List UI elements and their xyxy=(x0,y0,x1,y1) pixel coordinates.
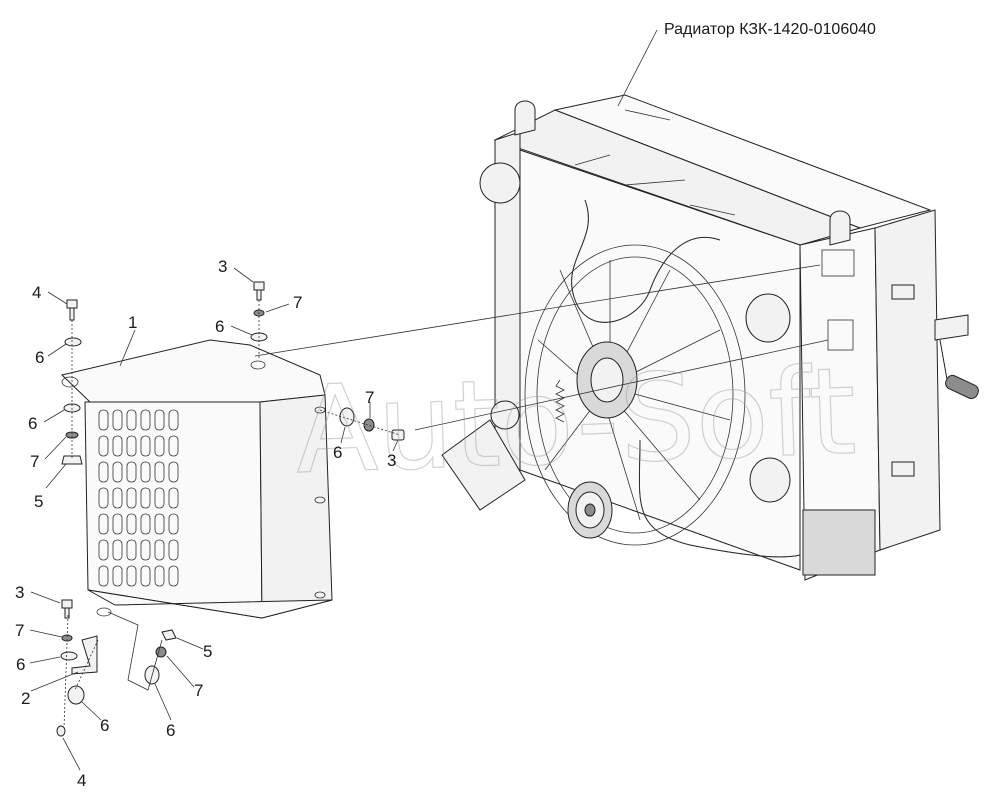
louvre-slot xyxy=(154,539,165,561)
callout-7-c: 7 xyxy=(365,388,374,407)
callout-6-a: 6 xyxy=(35,348,44,367)
louvre-slot xyxy=(168,539,179,561)
callout-7-a: 7 xyxy=(293,293,302,312)
louvre-slots xyxy=(98,409,179,587)
callout-7-e: 7 xyxy=(194,681,203,700)
louvre-slot xyxy=(126,409,137,431)
louvre-slot xyxy=(140,487,151,509)
callout-numbers: 1 2 3 3 3 4 4 5 5 6 6 6 6 6 6 6 7 7 7 7 … xyxy=(15,257,396,790)
louvre-slot xyxy=(154,409,165,431)
callout-7-d: 7 xyxy=(15,621,24,640)
louvre-slot xyxy=(98,461,109,483)
leader-lines xyxy=(29,29,829,771)
callout-5-left: 5 xyxy=(34,492,43,511)
louvre-slot xyxy=(126,461,137,483)
louvre-slot xyxy=(98,435,109,457)
louvre-slot xyxy=(112,435,123,457)
louvre-slot xyxy=(126,565,137,587)
louvre-slot xyxy=(140,565,151,587)
louvre-slot xyxy=(112,409,123,431)
louvre-slot xyxy=(168,565,179,587)
louvre-slot xyxy=(112,513,123,535)
callout-5-lower: 5 xyxy=(203,642,212,661)
louvre-slot xyxy=(140,435,151,457)
louvre-slot xyxy=(168,487,179,509)
louvre-slot xyxy=(126,513,137,535)
callout-6-f: 6 xyxy=(100,716,109,735)
louvre-slot xyxy=(112,461,123,483)
callout-7-b: 7 xyxy=(30,452,39,471)
callout-3-top: 3 xyxy=(218,257,227,276)
callout-6-c: 6 xyxy=(215,317,224,336)
callout-4-top: 4 xyxy=(32,283,41,302)
callout-6-g: 6 xyxy=(166,721,175,740)
louvre-slot xyxy=(126,435,137,457)
watermark-text: Auto-Soft xyxy=(293,343,858,501)
radiator-title-label: Радиатор КЗК-1420-0106040 xyxy=(664,21,876,38)
louvre-slot xyxy=(126,539,137,561)
louvre-slot xyxy=(140,539,151,561)
louvre-slot xyxy=(126,487,137,509)
louvre-slot xyxy=(168,435,179,457)
radiator-assembly xyxy=(441,94,979,581)
louvre-slot xyxy=(98,565,109,587)
cover-panel xyxy=(60,339,333,619)
louvre-slot xyxy=(154,565,165,587)
louvre-slot xyxy=(168,409,179,431)
louvre-slot xyxy=(140,461,151,483)
louvre-slot xyxy=(112,565,123,587)
louvre-slot xyxy=(112,487,123,509)
louvre-slot xyxy=(154,435,165,457)
callout-3-side: 3 xyxy=(387,451,396,470)
louvre-slot xyxy=(140,409,151,431)
louvre-slot xyxy=(98,513,109,535)
louvre-slot xyxy=(98,539,109,561)
callout-6-d: 6 xyxy=(333,443,342,462)
callout-3-lower: 3 xyxy=(15,583,24,602)
louvre-slot xyxy=(154,513,165,535)
callout-6-e: 6 xyxy=(16,655,25,674)
callout-6-b: 6 xyxy=(28,414,37,433)
louvre-slot xyxy=(112,539,123,561)
louvre-slot xyxy=(168,461,179,483)
louvre-slot xyxy=(98,487,109,509)
callout-1: 1 xyxy=(128,313,137,332)
callout-4-bottom: 4 xyxy=(77,771,86,790)
louvre-slot xyxy=(98,409,109,431)
louvre-slot xyxy=(154,461,165,483)
louvre-slot xyxy=(140,513,151,535)
pulley xyxy=(567,481,613,539)
louvre-slot xyxy=(168,513,179,535)
louvre-slot xyxy=(154,487,165,509)
callout-2: 2 xyxy=(21,689,30,708)
